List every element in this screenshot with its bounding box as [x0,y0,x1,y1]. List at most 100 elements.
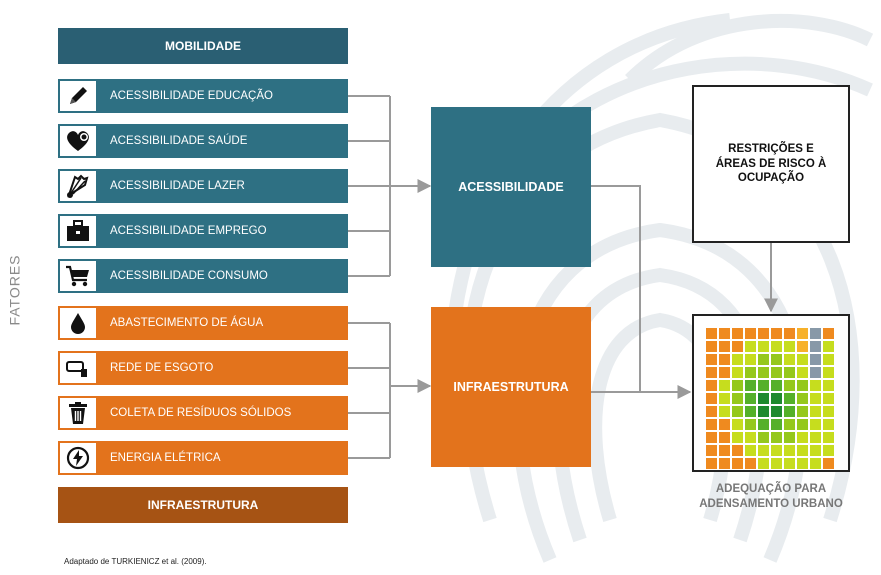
mobility-header: MOBILIDADE [58,28,348,64]
grid-cell [719,393,730,404]
grid-cell [719,445,730,456]
grid-cell [823,458,834,469]
grid-cell [810,341,821,352]
heart-icon [58,124,98,158]
factor-label: ACESSIBILIDADE LAZER [98,169,348,203]
factor-label: REDE DE ESGOTO [98,351,348,385]
accessibility-box: ACESSIBILIDADE [431,107,591,267]
grid-cell [719,354,730,365]
grid-cell [797,432,808,443]
grid-cell [758,458,769,469]
grid-cell [771,419,782,430]
grid-cell [706,419,717,430]
infrastructure-header: INFRAESTRUTURA [58,487,348,523]
factor-label: ENERGIA ELÉTRICA [98,441,348,475]
source-note: Adaptado de TURKIENICZ et al. (2009). [64,557,207,566]
infrastructure-box: INFRAESTRUTURA [431,307,591,467]
grid-cell [706,432,717,443]
grid-cell [732,341,743,352]
grid-cell [771,458,782,469]
grid-cell [810,380,821,391]
grid-cell [810,432,821,443]
grid-cell [719,432,730,443]
grid-cell [823,393,834,404]
grid-cell [810,406,821,417]
grid-cell [797,328,808,339]
grid-cell [771,367,782,378]
grid-cell [823,432,834,443]
grid-cell [758,432,769,443]
grid-cell [732,458,743,469]
grid-cell [823,367,834,378]
grid-cell [797,380,808,391]
pencil-icon [58,79,98,113]
grid-cell [745,354,756,365]
grid-cell [771,341,782,352]
factor-label: ACESSIBILIDADE SAÚDE [98,124,348,158]
factor-item-water: ABASTECIMENTO DE ÁGUA [58,306,348,340]
shopping-cart-icon [58,259,98,293]
grid-cell [810,354,821,365]
factor-label: ACESSIBILIDADE EMPREGO [98,214,348,248]
grid-cell [758,445,769,456]
grid-cell [719,419,730,430]
grid-cell [797,393,808,404]
pipe-icon [58,351,98,385]
grid-cell [706,445,717,456]
grid-cell [706,458,717,469]
grid-cell [758,341,769,352]
factor-label: ABASTECIMENTO DE ÁGUA [98,306,348,340]
factor-item-education: ACESSIBILIDADE EDUCAÇÃO [58,79,348,113]
grid-cell [758,419,769,430]
grid-cell [810,445,821,456]
lightning-icon [58,441,98,475]
grid-cell [771,380,782,391]
grid-cell [823,380,834,391]
grid-cell [745,432,756,443]
grid-cell [745,393,756,404]
grid-cell [706,380,717,391]
grid-cell [732,419,743,430]
grid-cell [758,380,769,391]
grid-cell [732,432,743,443]
grid-cell [758,406,769,417]
grid-cell [784,328,795,339]
grid-cell [706,328,717,339]
grid-cell [810,367,821,378]
grid-cell [758,367,769,378]
grid-cell [771,406,782,417]
grid-cell [823,419,834,430]
grid-cell [732,393,743,404]
grid-cell [784,445,795,456]
factor-item-waste: COLETA DE RESÍDUOS SÓLIDOS [58,396,348,430]
water-drop-icon [58,306,98,340]
grid-cell [771,393,782,404]
grid-cell [719,328,730,339]
grid-cell [784,419,795,430]
grid-cell [758,393,769,404]
grid-cell [745,406,756,417]
grid-cell [810,393,821,404]
suitability-grid-box [692,314,850,472]
grid-cell [823,354,834,365]
grid-cell [810,458,821,469]
grid-cell [797,445,808,456]
grid-cell [719,367,730,378]
grid-cell [823,445,834,456]
grid-cell [784,341,795,352]
grid-cell [719,380,730,391]
grid-cell [784,406,795,417]
factor-label: ACESSIBILIDADE EDUCAÇÃO [98,79,348,113]
suitability-grid [706,328,834,469]
factor-label: COLETA DE RESÍDUOS SÓLIDOS [98,396,348,430]
grid-cell [745,380,756,391]
grid-cell [732,367,743,378]
grid-cell [797,458,808,469]
grid-cell [797,354,808,365]
grid-cell [771,445,782,456]
grid-cell [745,367,756,378]
grid-cell [784,458,795,469]
factor-item-employment: ACESSIBILIDADE EMPREGO [58,214,348,248]
grid-cell [797,419,808,430]
